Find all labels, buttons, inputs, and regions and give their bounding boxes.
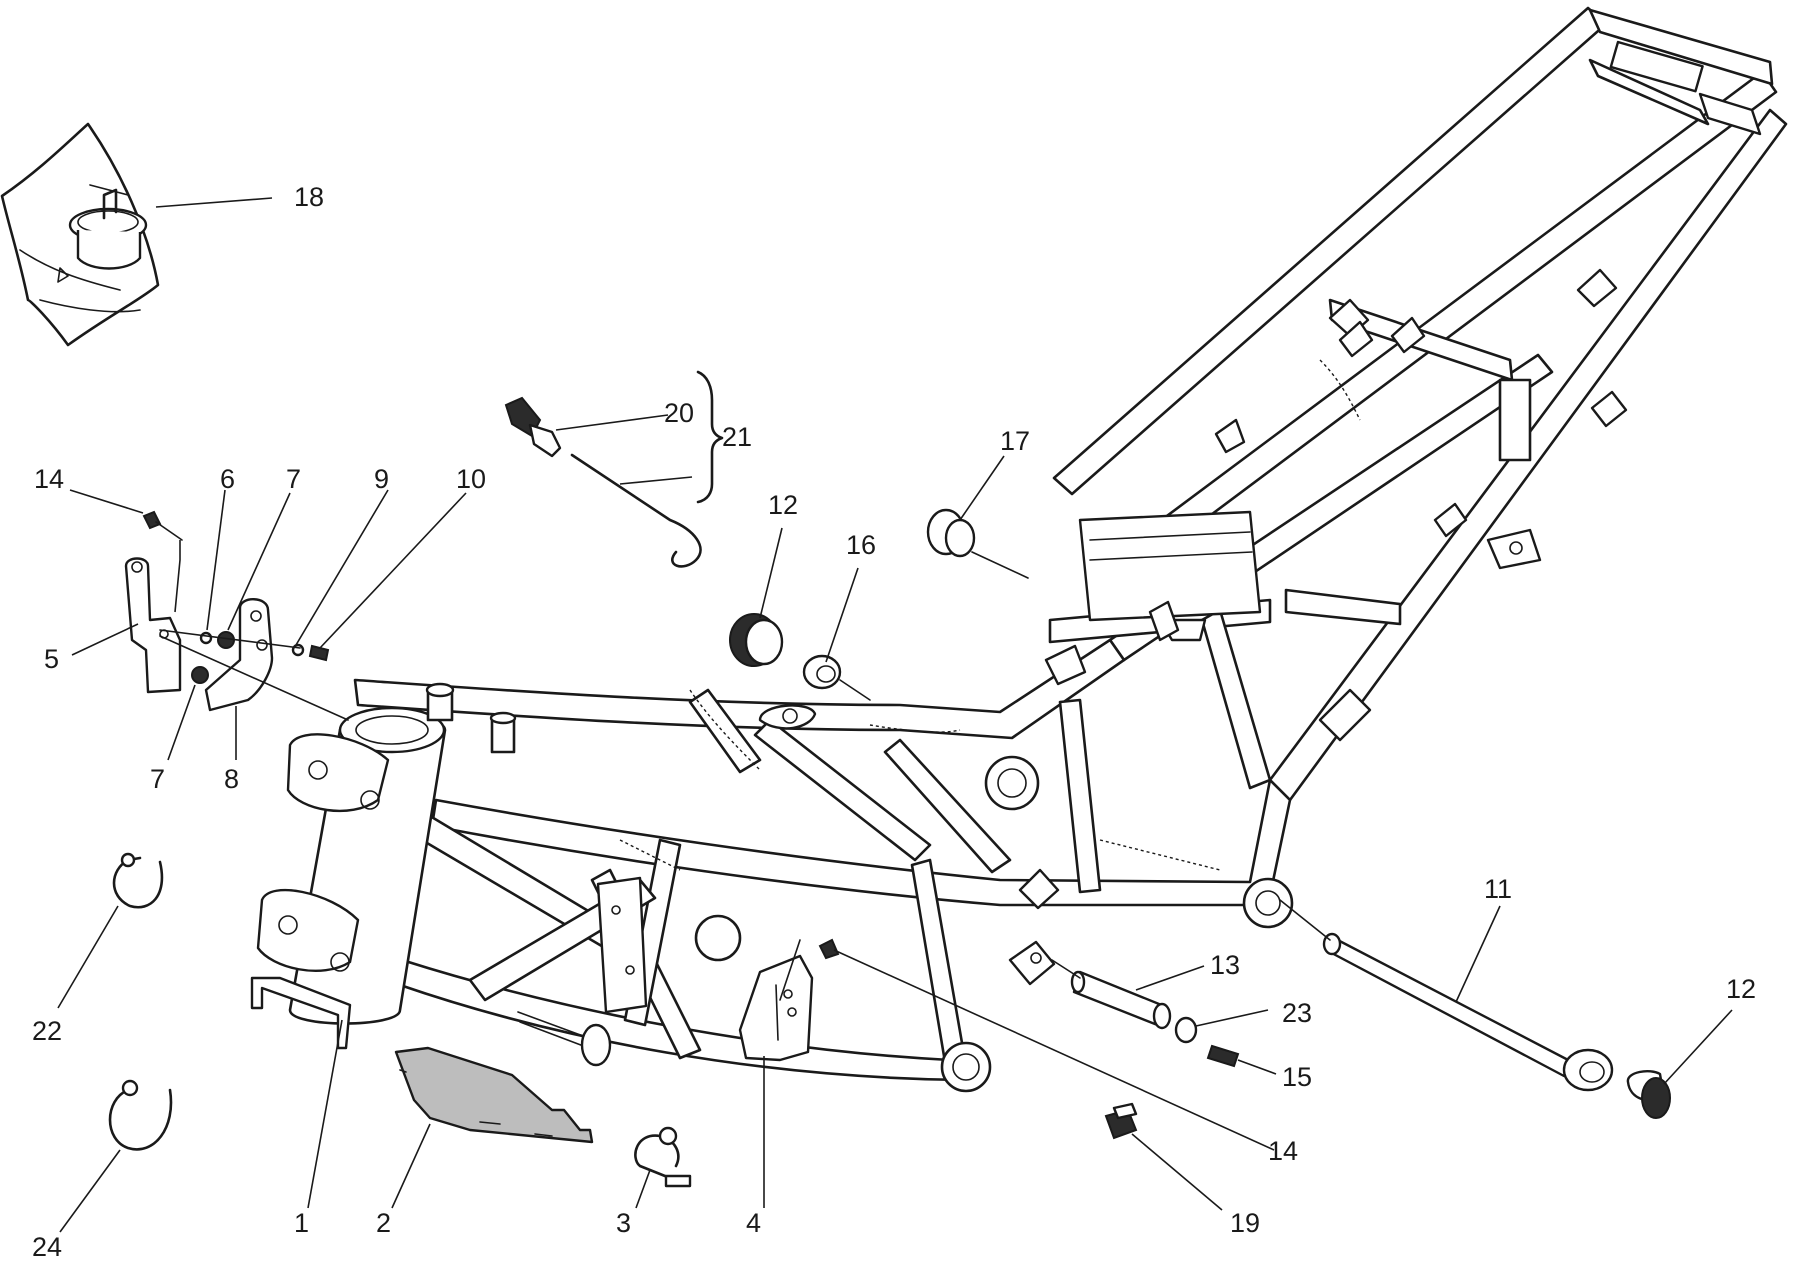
label-21: 21 bbox=[722, 422, 752, 452]
label-14-lower: 14 bbox=[1268, 1136, 1298, 1166]
part-12-bushing-upper bbox=[729, 527, 784, 667]
label-4: 4 bbox=[746, 1208, 761, 1238]
part-18-frame-section-inset bbox=[0, 122, 273, 347]
part-14-screw-lower bbox=[818, 938, 1275, 1151]
label-14-upper: 14 bbox=[34, 464, 64, 494]
label-3: 3 bbox=[616, 1208, 631, 1238]
part-15-screw bbox=[1206, 1044, 1277, 1075]
part-17-rubber-bushing bbox=[926, 455, 1029, 579]
label-15: 15 bbox=[1282, 1062, 1312, 1092]
part-22-hose-clip bbox=[57, 852, 164, 1009]
label-2: 2 bbox=[376, 1208, 391, 1238]
label-24: 24 bbox=[32, 1232, 62, 1262]
callout-labels: 1 2 3 4 5 6 7 7 8 9 10 11 12 12 13 14 14… bbox=[32, 182, 1756, 1262]
long-bolt bbox=[517, 1011, 612, 1067]
label-6: 6 bbox=[220, 464, 235, 494]
part-19-grommet bbox=[1104, 1102, 1223, 1211]
part-21-cable-hook bbox=[570, 370, 724, 568]
label-19: 19 bbox=[1230, 1208, 1260, 1238]
part-23-washer bbox=[1174, 1009, 1269, 1044]
label-23: 23 bbox=[1282, 998, 1312, 1028]
part-3-clamp bbox=[634, 1126, 692, 1209]
part-14-screw-top bbox=[69, 489, 183, 613]
part-10-screw bbox=[159, 492, 467, 721]
part-13-spacer-tube bbox=[1070, 965, 1205, 1030]
label-18: 18 bbox=[294, 182, 324, 212]
part-2-heat-shield bbox=[391, 1046, 594, 1209]
part-5-leader bbox=[71, 623, 139, 656]
part-11-pivot-shaft bbox=[1279, 899, 1614, 1092]
label-13: 13 bbox=[1210, 950, 1240, 980]
part-16-spacer bbox=[802, 567, 871, 701]
label-5: 5 bbox=[44, 644, 59, 674]
label-17: 17 bbox=[1000, 426, 1030, 456]
part-4-bracket bbox=[738, 939, 814, 1208]
label-7-lower: 7 bbox=[150, 764, 165, 794]
label-16: 16 bbox=[846, 530, 876, 560]
label-11: 11 bbox=[1484, 874, 1512, 904]
label-22: 22 bbox=[32, 1016, 62, 1046]
label-12-lower: 12 bbox=[1726, 974, 1756, 1004]
part-6-bushing bbox=[199, 489, 226, 645]
footrest-mount-plate bbox=[596, 876, 648, 1014]
side-stand-tab bbox=[1008, 940, 1081, 986]
label-20: 20 bbox=[664, 398, 694, 428]
part-1-leader bbox=[307, 1019, 343, 1209]
label-8: 8 bbox=[224, 764, 239, 794]
part-9-washer bbox=[291, 489, 389, 657]
part-7-rubber-mount-upper bbox=[217, 492, 291, 649]
label-9: 9 bbox=[374, 464, 389, 494]
label-12-upper: 12 bbox=[768, 490, 798, 520]
part-7-rubber-mount-lower bbox=[167, 666, 209, 761]
label-7-upper: 7 bbox=[286, 464, 301, 494]
part-12-bushing-lower bbox=[1626, 1009, 1733, 1119]
part-24-hose-clip bbox=[59, 1079, 173, 1233]
part-20-cable-end bbox=[504, 396, 669, 458]
part-8-bracket-plate bbox=[204, 598, 274, 760]
label-1: 1 bbox=[294, 1208, 309, 1238]
part-1-main-frame bbox=[250, 6, 1788, 1093]
label-10: 10 bbox=[456, 464, 486, 494]
